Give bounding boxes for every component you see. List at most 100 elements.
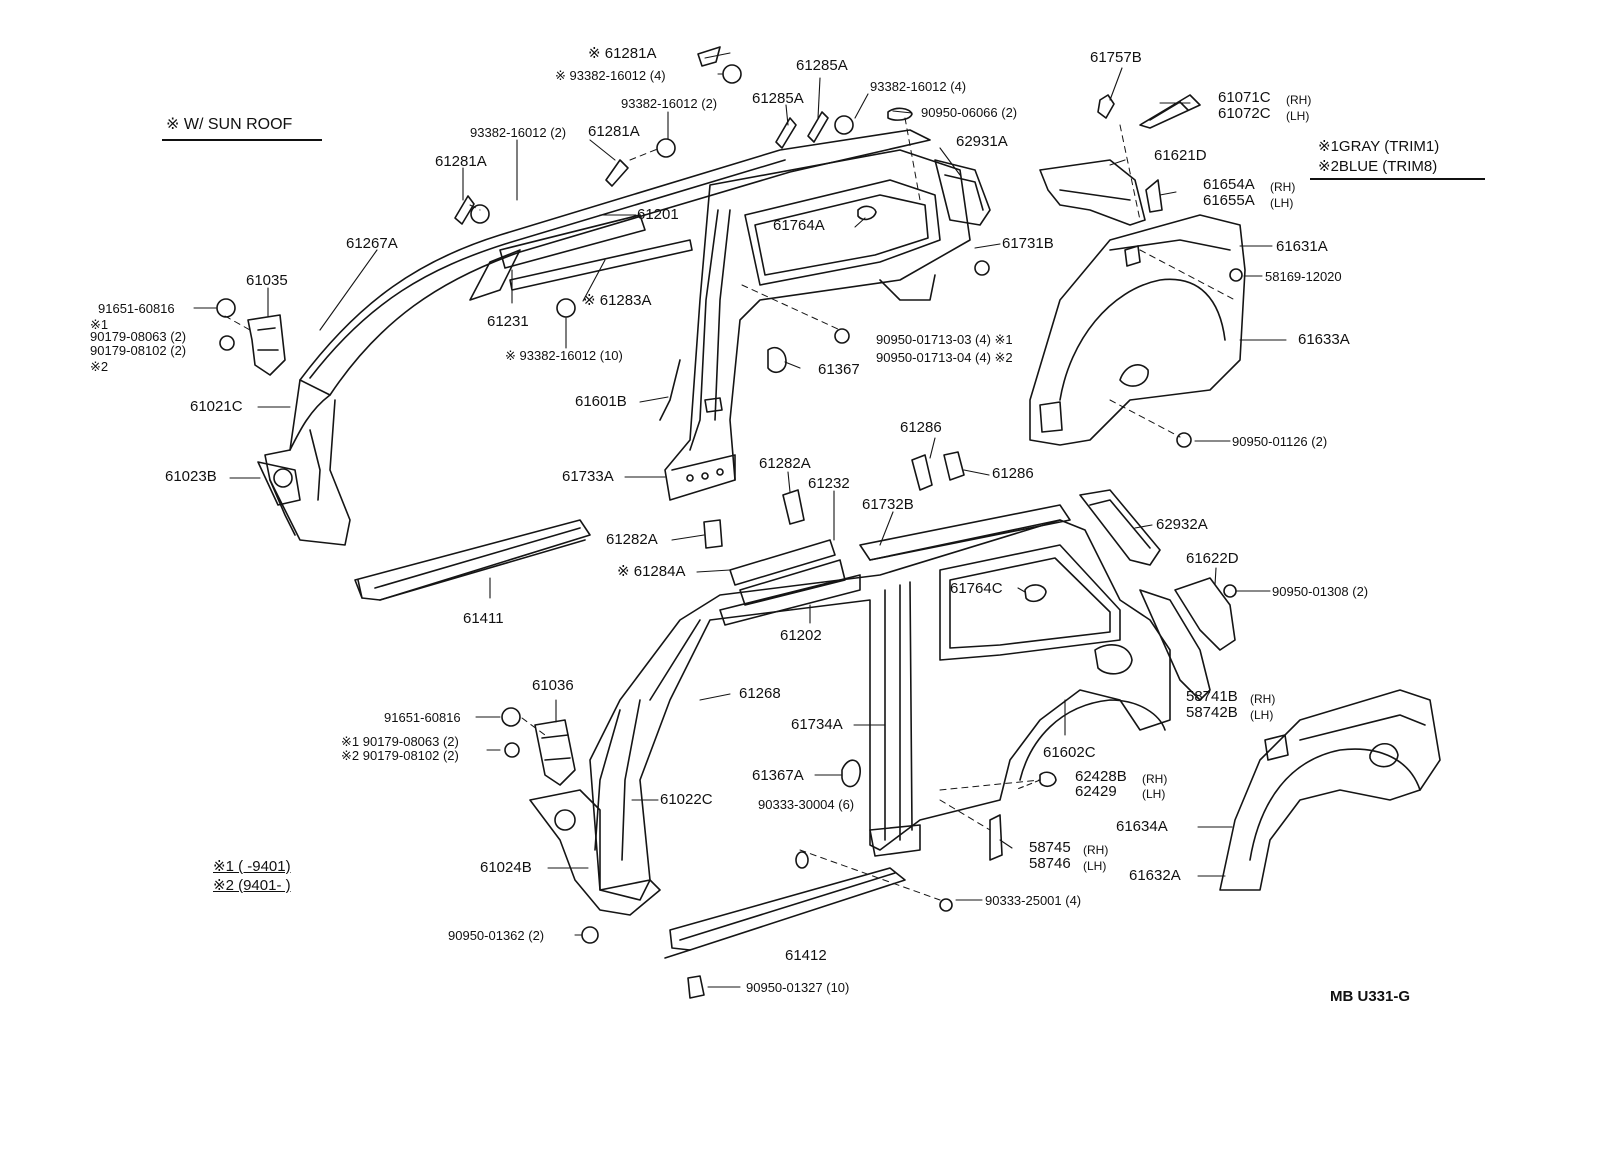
part-label: ※1 bbox=[90, 317, 109, 332]
part-label: 61201 bbox=[637, 206, 679, 223]
trim2-note: ※2BLUE (TRIM8) bbox=[1318, 158, 1438, 175]
part-label: 61411 bbox=[463, 610, 504, 627]
part-label: (RH) bbox=[1083, 843, 1109, 857]
part-label: 93382-16012 (2) bbox=[621, 96, 718, 111]
part-label: 61071C bbox=[1218, 89, 1271, 106]
sun-roof-note: ※ W/ SUN ROOF bbox=[166, 116, 293, 133]
part-label: 61281A bbox=[588, 123, 640, 140]
part-label: 62931A bbox=[956, 133, 1008, 150]
part-label: 61286 bbox=[992, 465, 1034, 482]
part-label: (RH) bbox=[1250, 692, 1276, 706]
rocker-61411 bbox=[354, 519, 591, 601]
part-label: 62428B bbox=[1075, 768, 1127, 785]
part-label: 90179-08102 (2) bbox=[90, 343, 187, 358]
part-label: 61655A bbox=[1203, 192, 1255, 209]
part-label: 62429 bbox=[1075, 783, 1117, 800]
part-label: 61072C bbox=[1218, 105, 1271, 122]
part-label: 93382-16012 (4) bbox=[870, 79, 967, 94]
part-label: 58741B bbox=[1186, 688, 1238, 705]
range1-note: ※1 ( -9401) bbox=[213, 858, 291, 875]
part-label: 61285A bbox=[752, 90, 804, 107]
part-label: (LH) bbox=[1270, 196, 1294, 210]
part-label: 61024B bbox=[480, 859, 532, 876]
part-label: ※ 61284A bbox=[617, 563, 686, 580]
part-label: 61267A bbox=[346, 235, 398, 252]
part-label: ※1 90179-08063 (2) bbox=[341, 734, 459, 749]
bracket-61035 bbox=[247, 314, 286, 376]
part-label: 91651-60816 bbox=[384, 710, 461, 725]
part-label: 61036 bbox=[532, 677, 574, 694]
range2-note: ※2 (9401- ) bbox=[213, 877, 291, 894]
part-label: 61731B bbox=[1002, 235, 1054, 252]
part-label: 61633A bbox=[1298, 331, 1350, 348]
part-label: 61286 bbox=[900, 419, 942, 436]
bracket-61036 bbox=[534, 719, 576, 786]
part-label: 62932A bbox=[1156, 516, 1208, 533]
part-label: 61634A bbox=[1116, 818, 1168, 835]
part-label: (RH) bbox=[1270, 180, 1296, 194]
part-label: (LH) bbox=[1083, 859, 1107, 873]
part-label: 61621D bbox=[1154, 147, 1207, 164]
part-label: 61631A bbox=[1276, 238, 1328, 255]
part-label: 61732B bbox=[862, 496, 914, 513]
front-pillar-upper-assembly bbox=[257, 129, 931, 546]
trim1-note: ※1GRAY (TRIM1) bbox=[1318, 138, 1440, 155]
body-side-lower bbox=[529, 451, 1237, 916]
part-label: 90950-01126 (2) bbox=[1232, 434, 1328, 449]
part-label: 61602C bbox=[1043, 744, 1096, 761]
part-label: (LH) bbox=[1286, 109, 1310, 123]
part-label: 58745 bbox=[1029, 839, 1071, 856]
part-label: 91651-60816 bbox=[98, 301, 175, 316]
part-label: 61021C bbox=[190, 398, 243, 415]
part-label: 61764A bbox=[773, 217, 825, 234]
part-label: 58742B bbox=[1186, 704, 1238, 721]
part-label: 61202 bbox=[780, 627, 822, 644]
part-label: 61601B bbox=[575, 393, 627, 410]
part-label: (RH) bbox=[1286, 93, 1312, 107]
part-label: 58169-12020 bbox=[1265, 269, 1342, 284]
part-label: 90950-06066 (2) bbox=[921, 105, 1018, 120]
part-label: 90950-01713-04 (4) ※2 bbox=[876, 350, 1013, 365]
part-label: (LH) bbox=[1142, 787, 1166, 801]
sun-roof-underline bbox=[162, 139, 322, 141]
part-label: ※ 61281A bbox=[588, 45, 657, 62]
part-label: ※ 93382-16012 (4) bbox=[555, 68, 666, 83]
reference-code: MB U331-G bbox=[1330, 988, 1411, 1005]
wheelhouse-upper-right bbox=[1029, 94, 1246, 448]
rocker-61412 bbox=[664, 867, 906, 959]
part-label: 61632A bbox=[1129, 867, 1181, 884]
part-label: 61367A bbox=[752, 767, 804, 784]
part-label: 90950-01362 (2) bbox=[448, 928, 545, 943]
part-label: 61023B bbox=[165, 468, 217, 485]
part-label: 61268 bbox=[739, 685, 781, 702]
part-label: (LH) bbox=[1250, 708, 1274, 722]
part-label: 61231 bbox=[487, 313, 529, 330]
part-label: 90333-25001 (4) bbox=[985, 893, 1082, 908]
part-label: 61035 bbox=[246, 272, 288, 289]
part-label: 61367 bbox=[818, 361, 860, 378]
part-label: 61412 bbox=[785, 947, 827, 964]
wheelhouse-lower-right bbox=[1219, 689, 1441, 891]
part-label: 90950-01713-03 (4) ※1 bbox=[876, 332, 1013, 347]
part-label: 61285A bbox=[796, 57, 848, 74]
part-label: 61282A bbox=[759, 455, 811, 472]
part-label: 90179-08063 (2) bbox=[90, 329, 187, 344]
part-label: (RH) bbox=[1142, 772, 1168, 786]
part-label: 61733A bbox=[562, 468, 614, 485]
part-label: 90333-30004 (6) bbox=[758, 797, 855, 812]
part-label: 61734A bbox=[791, 716, 843, 733]
part-label: ※2 bbox=[90, 359, 109, 374]
trim-underline bbox=[1310, 178, 1485, 180]
part-label: 61622D bbox=[1186, 550, 1239, 567]
part-label: ※2 90179-08102 (2) bbox=[341, 748, 459, 763]
part-label: 61281A bbox=[435, 153, 487, 170]
part-label: ※ 61283A bbox=[583, 292, 652, 309]
part-label: 61282A bbox=[606, 531, 658, 548]
part-label: 61232 bbox=[808, 475, 850, 492]
part-label: 58746 bbox=[1029, 855, 1071, 872]
part-label: 90950-01308 (2) bbox=[1272, 584, 1369, 599]
quarter-inner-upper bbox=[659, 149, 991, 501]
part-label: 61022C bbox=[660, 791, 713, 808]
part-label: ※ 93382-16012 (10) bbox=[505, 348, 623, 363]
